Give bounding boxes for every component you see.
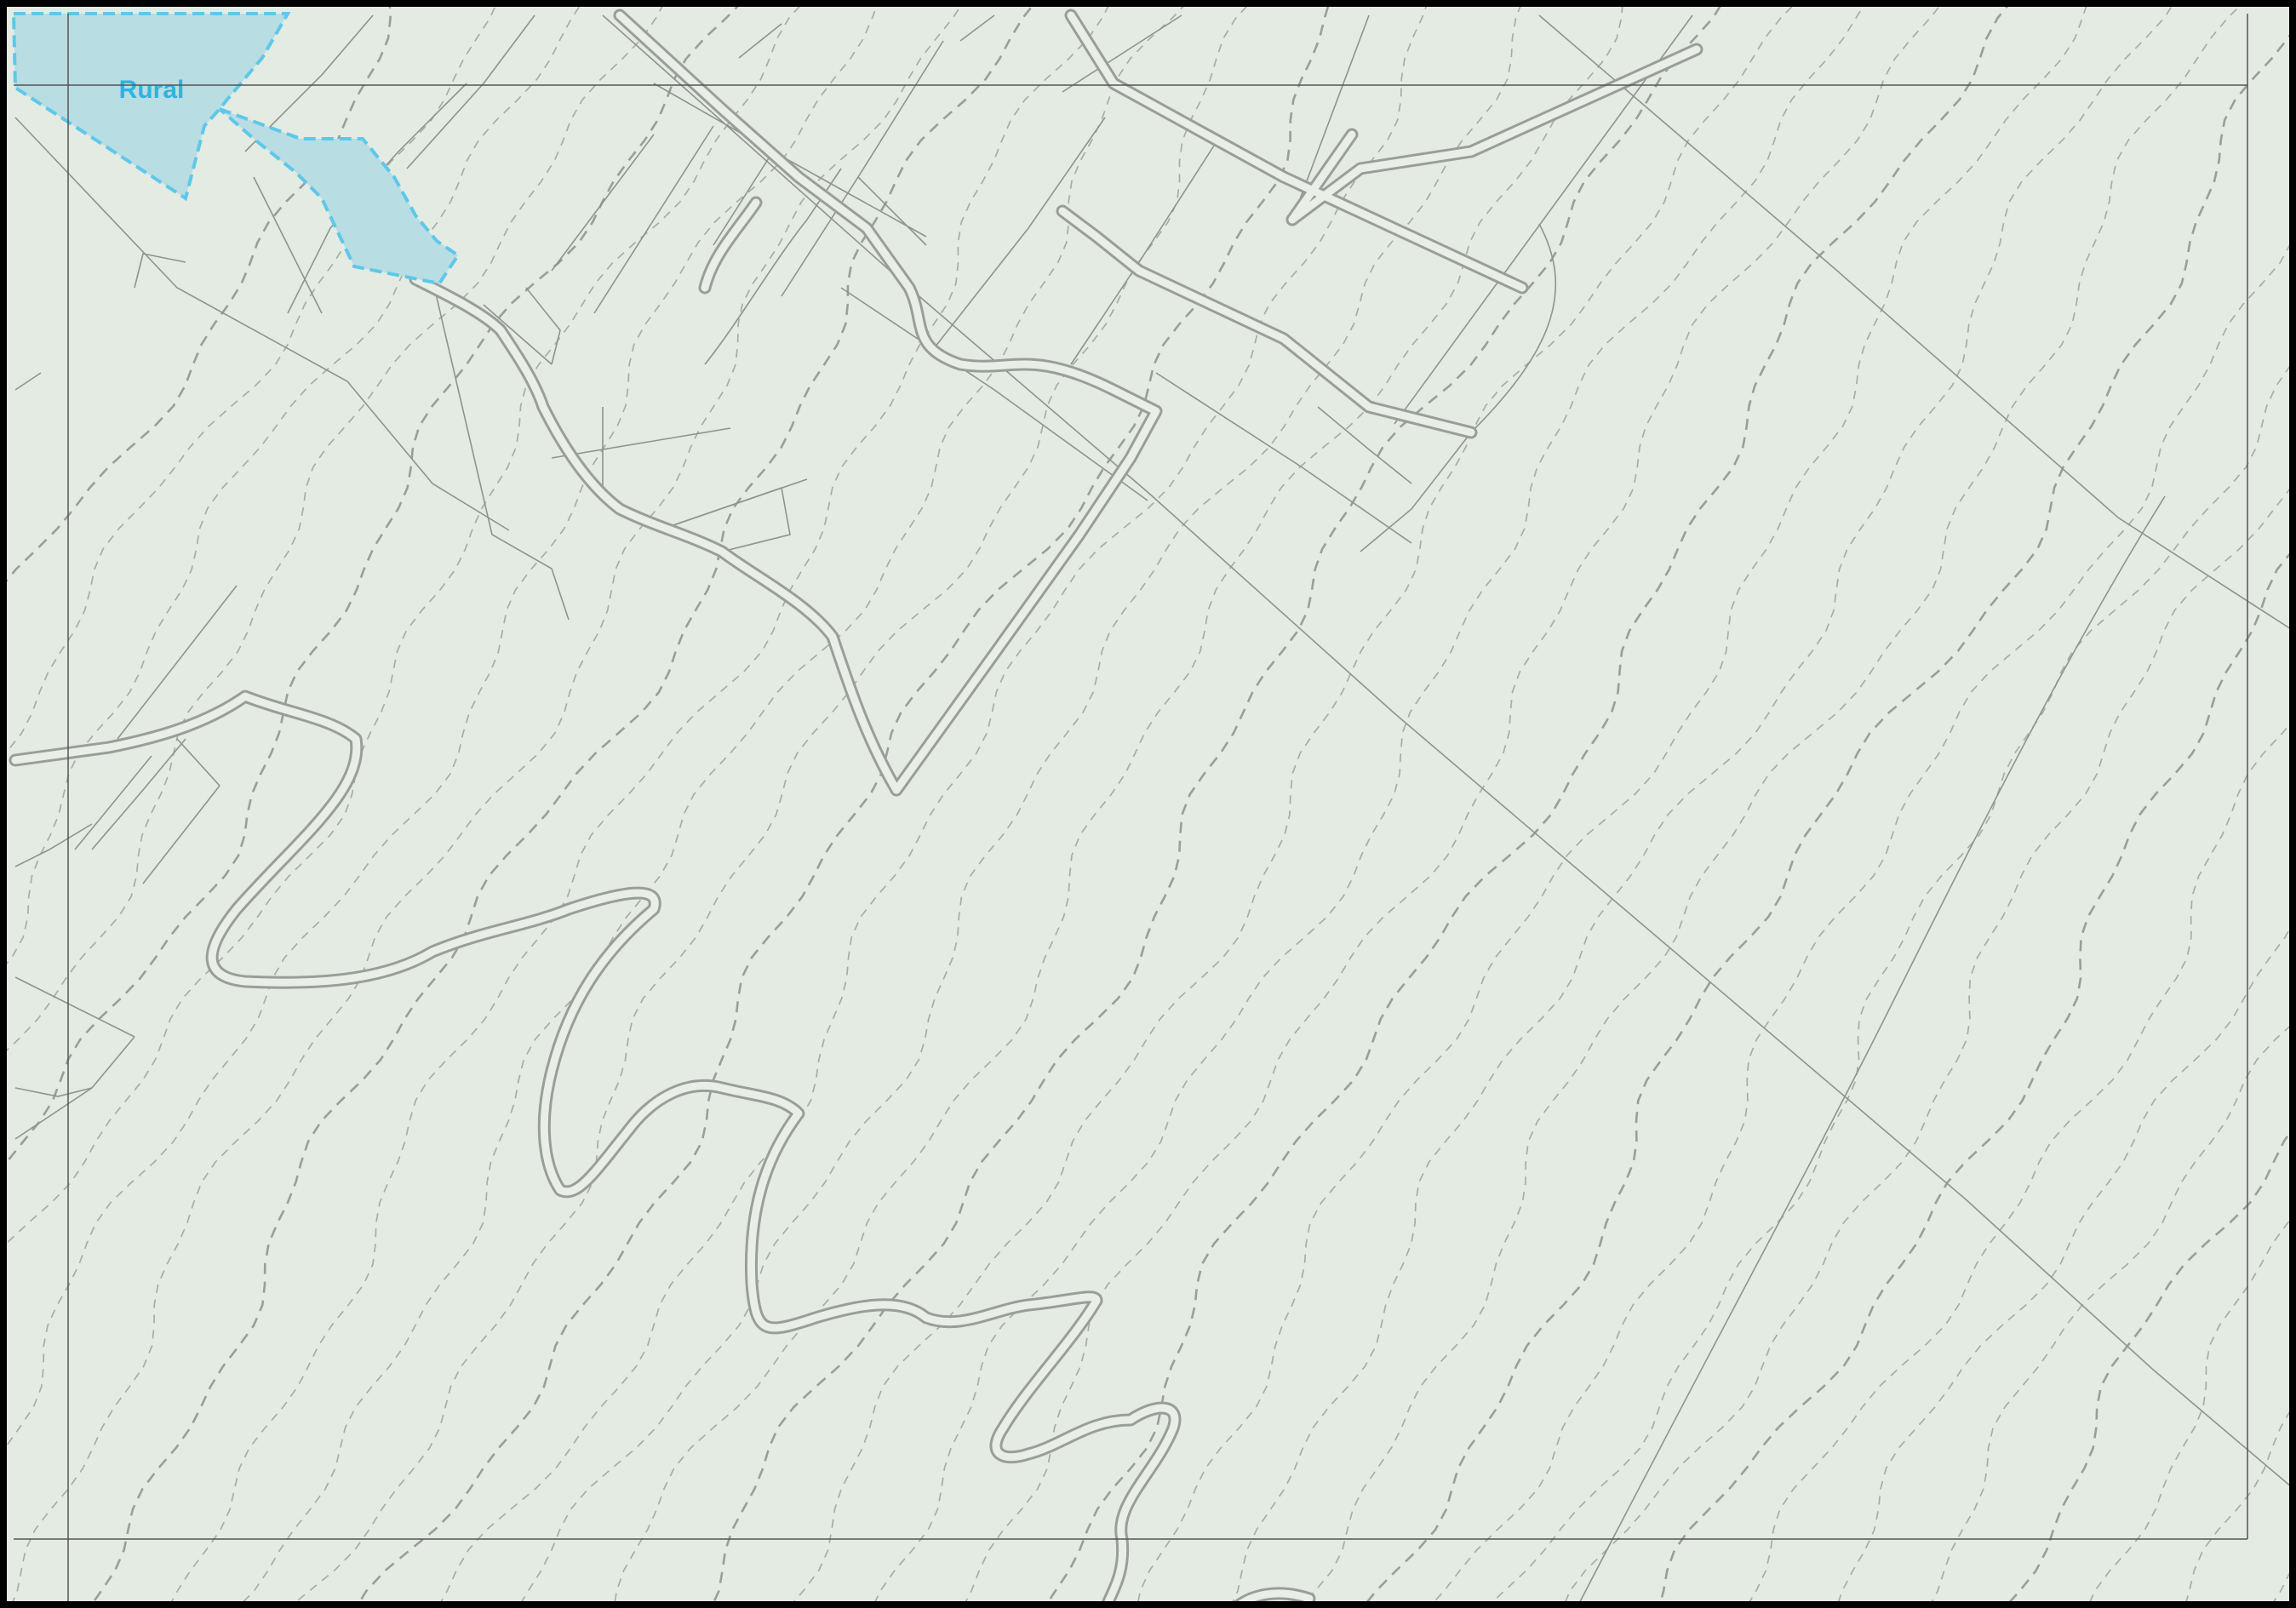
contour-lines [7, 7, 2289, 1601]
parcel-boundary [1317, 406, 1412, 484]
road [1238, 1589, 1314, 1601]
parcel-boundary [253, 176, 323, 314]
contour-line [1303, 7, 2241, 1601]
index-contour-line [713, 7, 1721, 1601]
contour-line [793, 7, 1793, 1601]
parcel-boundary [14, 372, 42, 391]
contour-line [874, 7, 1864, 1601]
parcel-boundary [713, 151, 774, 246]
zone-rural-polygon[interactable] [11, 12, 291, 202]
contour-line [1492, 365, 2289, 1601]
contour-line [1837, 928, 2289, 1601]
contour-line [1137, 7, 2087, 1601]
parcel-boundary [857, 176, 927, 246]
contour-line [2089, 1220, 2289, 1601]
contour-line [170, 7, 1109, 1601]
parcel-boundary [934, 117, 1106, 348]
road [411, 275, 901, 794]
contour-line [7, 7, 663, 1051]
index-contour-line [92, 7, 1033, 1601]
parcel-boundary [406, 14, 535, 169]
parcel-boundary [670, 486, 791, 552]
contour-line [7, 7, 878, 1447]
parcel-boundary [142, 785, 220, 884]
index-contour-line [358, 7, 1330, 1601]
parcel-boundary [1062, 14, 1182, 93]
index-contour-line [1047, 7, 2008, 1601]
index-contour-line [2008, 1131, 2289, 1601]
contour-line [440, 7, 1427, 1601]
road [9, 690, 1182, 1601]
contour-line [614, 7, 1623, 1601]
contour-line [243, 7, 1184, 1601]
parcel-boundary [74, 755, 152, 850]
road [616, 11, 1160, 794]
parcel-boundary [14, 1036, 135, 1140]
contour-line [2185, 1411, 2289, 1601]
parcel-boundary [525, 287, 561, 365]
contour-line [1565, 488, 2289, 1601]
road [1288, 45, 1701, 224]
parcel-boundary [704, 168, 842, 365]
road [1058, 207, 1475, 437]
contour-line [2273, 1572, 2289, 1601]
parcel-boundary [593, 125, 714, 314]
parcel-boundary [14, 1087, 93, 1097]
parcel-boundary [602, 14, 2289, 1486]
parcel-boundary [602, 407, 808, 527]
road [409, 272, 903, 797]
parcel-boundary [1579, 495, 2166, 1601]
contour-line [7, 7, 496, 753]
contour-line [965, 7, 1940, 1601]
parcel-boundary [840, 287, 1148, 501]
road [1067, 11, 1526, 292]
contour-line [1749, 724, 2289, 1601]
parcel-boundary [483, 304, 553, 365]
road-fill [11, 11, 1701, 1601]
parcel-boundary [14, 117, 510, 531]
parcel-boundary [738, 23, 782, 59]
index-contour-line [1659, 552, 2289, 1601]
road-network [9, 9, 1703, 1601]
parcel-boundary [1470, 223, 1557, 433]
index-contour-line [1366, 34, 2289, 1601]
parcel-boundary [781, 40, 944, 297]
map-canvas[interactable]: Rural [7, 7, 2296, 1608]
parcel-boundary [1155, 372, 1412, 544]
parcel-boundary [14, 823, 93, 867]
road [1288, 130, 1356, 224]
parcel-boundary [91, 738, 186, 850]
road [11, 692, 1179, 1601]
parcel-boundary [1394, 14, 1693, 425]
parcel-boundary [551, 134, 655, 272]
parcel-boundary [1538, 14, 2289, 629]
parcel-boundary [1360, 432, 1472, 552]
contour-line [1434, 244, 2289, 1601]
zone-rural-polygon[interactable] [218, 107, 461, 286]
parcel-boundary [117, 585, 238, 740]
zoning-overlay: Rural [11, 12, 461, 286]
parcel-boundary [432, 278, 570, 621]
parcel-boundary [14, 976, 135, 1038]
road [613, 9, 1163, 797]
parcel-boundary [653, 83, 927, 237]
contour-line [1232, 7, 2173, 1601]
parcel-boundary [551, 427, 731, 459]
contour-line [521, 7, 1521, 1601]
zone-rural-label: Rural [119, 76, 185, 104]
road [701, 198, 760, 292]
neatline [14, 14, 2248, 1601]
parcel-boundary [959, 14, 995, 42]
parcel-boundary [134, 253, 186, 289]
parcel-boundary [176, 738, 220, 787]
parcel-boundary [1070, 142, 1217, 365]
contour-line [1931, 1026, 2289, 1601]
contour-line [12, 7, 961, 1601]
